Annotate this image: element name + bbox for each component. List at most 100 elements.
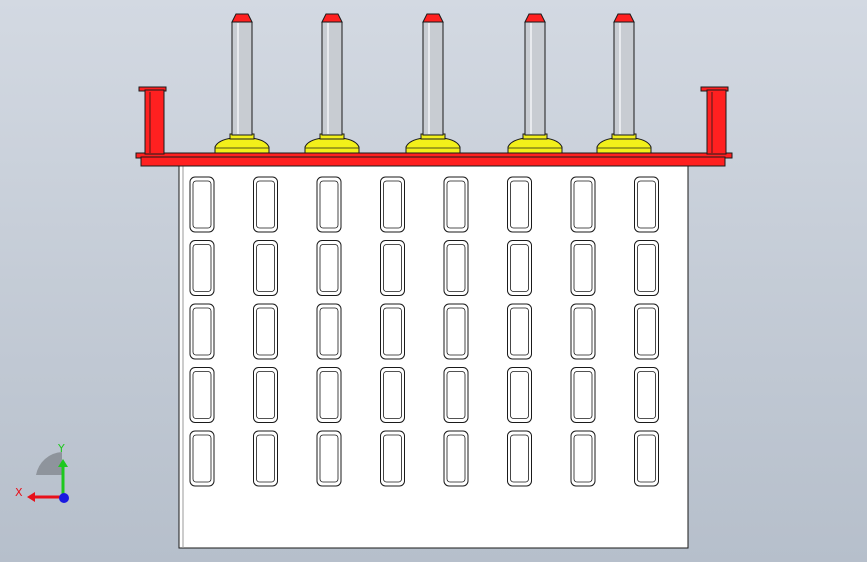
vent-slot: [253, 430, 278, 487]
vent-slot: [316, 176, 342, 233]
vent-slot-inner: [256, 180, 275, 229]
vent-slot-outer: [380, 240, 405, 296]
vent-slot-outer: [316, 430, 342, 487]
bushing-post: [596, 13, 652, 154]
vent-slot-outer: [570, 303, 596, 360]
vent-slot-outer: [189, 303, 215, 360]
right-bracket: [700, 86, 729, 155]
z-axis-dot-icon: [59, 493, 69, 503]
vent-slot-outer: [570, 367, 596, 423]
vent-slot: [570, 303, 596, 360]
vent-slot-inner: [573, 180, 593, 229]
post-tip: [321, 13, 343, 23]
vent-slot-outer: [634, 176, 659, 233]
vent-slot: [189, 303, 215, 360]
vent-slot-inner: [510, 180, 529, 229]
vent-slot: [570, 176, 596, 233]
vent-slot: [634, 430, 659, 487]
vent-slot: [634, 303, 659, 360]
vent-slot-inner: [319, 180, 339, 229]
vent-slot-inner: [446, 244, 466, 292]
vent-slot-outer: [634, 303, 659, 360]
vent-slot: [380, 367, 405, 423]
vent-slot-outer: [253, 303, 278, 360]
vent-slot-inner: [383, 244, 402, 292]
y-axis-label: Y: [58, 442, 65, 455]
vent-slot-inner: [510, 244, 529, 292]
vent-slot-outer: [253, 430, 278, 487]
vent-slot-inner: [192, 371, 212, 419]
vent-slot-inner: [383, 434, 402, 483]
vent-slot-outer: [507, 430, 532, 487]
vent-slot-inner: [637, 307, 656, 356]
vent-slot: [507, 367, 532, 423]
vent-slot-outer: [316, 176, 342, 233]
post-tip: [422, 13, 444, 23]
vent-slot-inner: [446, 371, 466, 419]
vent-slot-outer: [380, 176, 405, 233]
vent-slot-inner: [383, 180, 402, 229]
vent-slot-outer: [380, 367, 405, 423]
vent-slot-inner: [256, 371, 275, 419]
vent-slot-outer: [443, 303, 469, 360]
vent-slot-inner: [319, 307, 339, 356]
vent-slot-inner: [446, 180, 466, 229]
vent-slot-outer: [570, 240, 596, 296]
bushing-post: [214, 13, 270, 154]
vent-slot-outer: [380, 303, 405, 360]
vent-slot-outer: [507, 176, 532, 233]
vent-slot-inner: [319, 434, 339, 483]
vent-slot: [443, 240, 469, 296]
vent-slot-inner: [319, 371, 339, 419]
vent-slot-grid: [189, 176, 659, 487]
vent-slot: [443, 176, 469, 233]
vent-slot: [443, 303, 469, 360]
vent-slot: [253, 303, 278, 360]
side-brackets[interactable]: [138, 86, 729, 155]
vent-slot: [189, 367, 215, 423]
vent-slot: [380, 240, 405, 296]
vent-slot-inner: [256, 307, 275, 356]
vent-slot-outer: [507, 303, 532, 360]
vent-slot: [316, 367, 342, 423]
vent-slot: [380, 303, 405, 360]
vent-slot-inner: [637, 180, 656, 229]
vent-slot-outer: [189, 367, 215, 423]
vent-slot-outer: [253, 367, 278, 423]
vent-slot: [634, 240, 659, 296]
vent-slot-inner: [192, 244, 212, 292]
vent-slot: [189, 430, 215, 487]
vent-slot: [316, 430, 342, 487]
vent-slot-outer: [507, 367, 532, 423]
vent-slot: [634, 176, 659, 233]
vent-slot-outer: [443, 240, 469, 296]
vent-slot-inner: [510, 434, 529, 483]
vent-slot-outer: [316, 240, 342, 296]
vent-slot: [507, 240, 532, 296]
vent-slot-inner: [192, 180, 212, 229]
vent-slot-inner: [573, 244, 593, 292]
vent-slot: [189, 240, 215, 296]
post-tip: [613, 13, 635, 23]
vent-slot-outer: [443, 430, 469, 487]
vent-slot: [316, 240, 342, 296]
vent-slot: [189, 176, 215, 233]
vent-slot-outer: [316, 303, 342, 360]
vent-slot-inner: [637, 434, 656, 483]
vent-slot-outer: [380, 430, 405, 487]
post-tip: [524, 13, 546, 23]
vent-slot: [253, 367, 278, 423]
vent-slot: [253, 176, 278, 233]
vent-slot-outer: [507, 240, 532, 296]
vent-slot-inner: [510, 371, 529, 419]
y-axis-arrowhead-icon: [58, 459, 68, 467]
vent-slot: [253, 240, 278, 296]
vent-slot-outer: [189, 430, 215, 487]
bushing-posts[interactable]: [214, 13, 652, 154]
vent-slot-outer: [443, 176, 469, 233]
vent-slot-inner: [192, 434, 212, 483]
vent-slot-inner: [383, 371, 402, 419]
